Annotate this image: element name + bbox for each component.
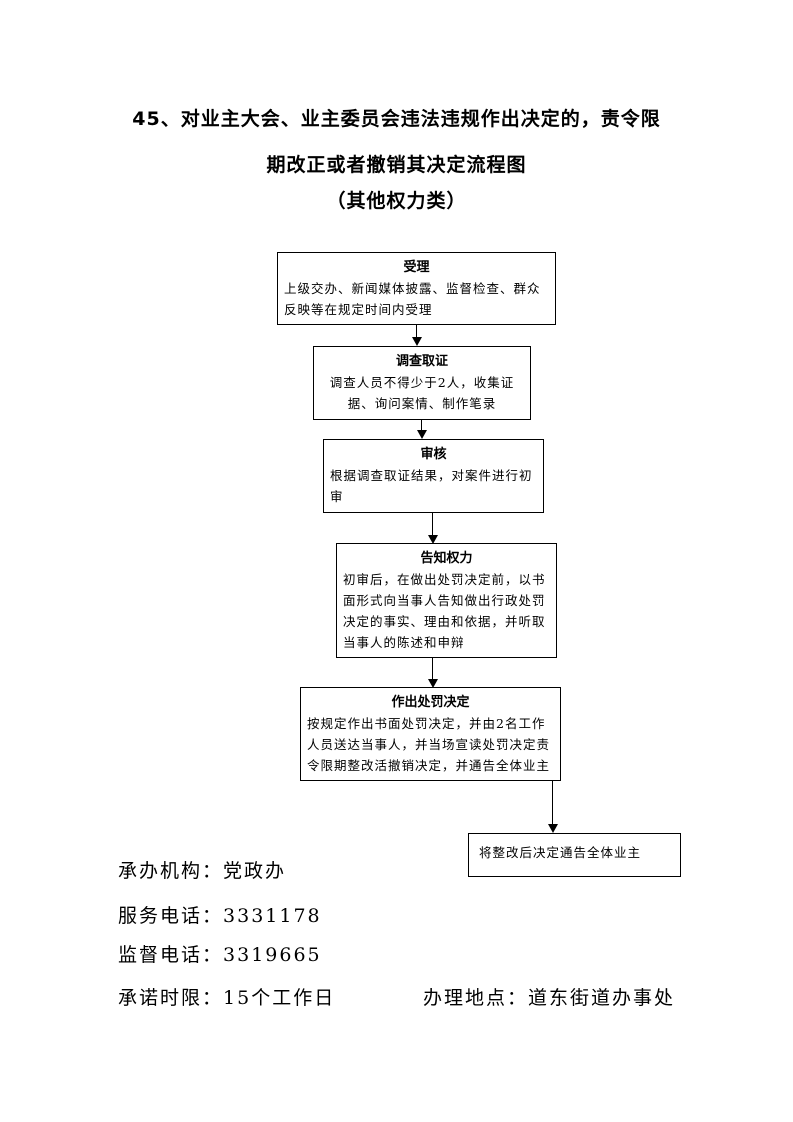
service-phone-label: 服务电话： — [118, 905, 224, 927]
time-limit-value: 15个工作日 — [223, 987, 336, 1009]
title-line-3: （其他权力类） — [326, 190, 467, 212]
step-text: 上级交办、新闻媒体披露、监督检查、群众反映等在规定时间内受理 — [284, 281, 541, 317]
connector-line — [432, 658, 433, 680]
service-phone-value: 3331178 — [223, 905, 322, 927]
supervision-phone-label: 监督电话： — [118, 944, 224, 966]
connector-line — [421, 420, 422, 431]
step-penalty-decision: 作出处罚决定 按规定作出书面处罚决定，并由2名工作人员送达当事人，并当场宣读处罚… — [300, 687, 561, 781]
step-announce-owners: 将整改后决定通告全体业主 — [468, 833, 681, 877]
step-heading: 调查取证 — [395, 354, 448, 369]
arrow-down-icon — [417, 430, 427, 439]
step-accept: 受理 上级交办、新闻媒体披露、监督检查、群众反映等在规定时间内受理 — [277, 252, 556, 325]
location-row: 办理地点：道东街道办事处 — [423, 983, 675, 1010]
connector-line — [432, 513, 433, 537]
step-investigate: 调查取证 调查人员不得少于2人，收集证据、询问案情、制作笔录 — [313, 346, 531, 420]
time-limit-row: 承诺时限：15个工作日 — [118, 983, 335, 1010]
office-row: 承办机构：党政办 — [118, 856, 286, 883]
title-line-2: 期改正或者撤销其决定流程图 — [266, 154, 527, 176]
arrow-down-icon — [412, 337, 422, 346]
supervision-phone-row: 监督电话：3319665 — [118, 940, 322, 967]
time-limit-label: 承诺时限： — [118, 987, 224, 1009]
arrow-down-icon — [428, 535, 438, 544]
step-text: 按规定作出书面处罚决定，并由2名工作人员送达当事人，并当场宣读处罚决定责令限期整… — [307, 716, 551, 773]
step-heading: 受理 — [403, 260, 430, 275]
step-text: 调查人员不得少于2人，收集证据、询问案情、制作笔录 — [329, 375, 515, 411]
step-text: 初审后，在做出处罚决定前，以书面形式向当事人告知做出行政处罚决定的事实、理由和依… — [343, 572, 546, 650]
location-value: 道东街道办事处 — [528, 987, 676, 1009]
step-notify-rights: 告知权力 初审后，在做出处罚决定前，以书面形式向当事人告知做出行政处罚决定的事实… — [336, 543, 557, 658]
connector-line — [552, 781, 553, 825]
supervision-phone-value: 3319665 — [223, 944, 322, 966]
location-label: 办理地点： — [423, 987, 529, 1009]
step-text: 根据调查取证结果，对案件进行初审 — [330, 468, 533, 504]
step-text: 将整改后决定通告全体业主 — [479, 845, 642, 860]
service-phone-row: 服务电话：3331178 — [118, 901, 322, 928]
office-value: 党政办 — [223, 860, 287, 882]
connector-line — [416, 325, 417, 338]
office-label: 承办机构： — [118, 860, 224, 882]
step-heading: 作出处罚决定 — [391, 695, 470, 710]
step-review: 审核 根据调查取证结果，对案件进行初审 — [323, 439, 544, 513]
title-line-1: 45、对业主大会、业主委员会违法违规作出决定的，责令限 — [132, 108, 661, 130]
arrow-down-icon — [428, 679, 438, 688]
step-heading: 审核 — [420, 447, 447, 462]
arrow-down-icon — [548, 824, 558, 833]
step-heading: 告知权力 — [420, 551, 473, 566]
